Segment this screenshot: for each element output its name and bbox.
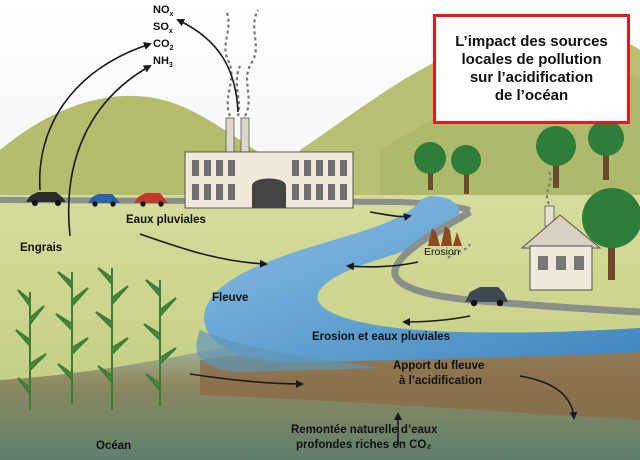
label-fleuve: Fleuve bbox=[212, 292, 249, 304]
corn-plant-icon bbox=[95, 267, 129, 410]
title-line-2: locales de pollution bbox=[461, 51, 602, 68]
tree-icon bbox=[451, 145, 481, 194]
tree-icon bbox=[582, 188, 640, 280]
eroded-rocks-icon bbox=[428, 226, 462, 246]
pollutant-nox: NOx bbox=[153, 4, 174, 19]
factory-icon bbox=[184, 117, 354, 209]
pollutant-nh3: NH3 bbox=[153, 55, 173, 70]
arrow-road-to-river bbox=[369, 211, 412, 221]
pollutant-co2: CO2 bbox=[153, 38, 174, 53]
title-line-1: L’impact des sources bbox=[455, 33, 608, 50]
label-remontee-line-2: profondes riches en CO₂ bbox=[296, 439, 432, 451]
arrow-field-to-ocean bbox=[189, 373, 304, 388]
label-apport-line-1: Apport du fleuve bbox=[393, 360, 485, 372]
car-icon bbox=[134, 193, 168, 207]
arrow-runoff-to-river bbox=[402, 315, 471, 326]
river-outlet bbox=[196, 330, 380, 372]
arrow-car-to-pollutants-1 bbox=[38, 42, 152, 191]
smoke-icon bbox=[546, 169, 552, 205]
smoke-dash bbox=[447, 243, 471, 259]
car-icon bbox=[465, 287, 508, 307]
pollutant-sox: SOx bbox=[153, 21, 173, 36]
corn-plant-icon bbox=[55, 271, 89, 404]
label-erosion: Erosion bbox=[424, 246, 460, 258]
arrow-rainwater-to-river bbox=[139, 233, 268, 268]
arrow-river-to-ocean bbox=[519, 375, 578, 420]
tree-icon bbox=[414, 142, 446, 190]
house-icon bbox=[520, 205, 602, 291]
car-icon bbox=[26, 192, 66, 206]
label-apport-line-2: à l’acidification bbox=[399, 375, 483, 387]
label-ocean: Océan bbox=[96, 440, 132, 452]
title-line-3: sur l’acidification bbox=[469, 69, 594, 86]
arrow-erosion-to-river bbox=[346, 261, 419, 271]
river bbox=[204, 196, 640, 363]
title-line-4: de l’océan bbox=[494, 87, 569, 104]
arrow-factory-to-pollutants bbox=[176, 18, 239, 113]
tree-icon bbox=[536, 126, 576, 188]
car-icon bbox=[88, 194, 120, 207]
road-right bbox=[391, 208, 640, 316]
label-erosion-eaux-pluviales: Erosion et eaux pluviales bbox=[312, 331, 451, 343]
tree-icon bbox=[588, 120, 624, 180]
smoke-icon bbox=[224, 9, 259, 117]
title-box: L’impact des sources locales de pollutio… bbox=[433, 14, 630, 124]
flow-arrows bbox=[38, 18, 578, 446]
label-engrais: Engrais bbox=[20, 242, 63, 254]
label-eaux-pluviales: Eaux pluviales bbox=[126, 214, 206, 226]
corn-plant-icon bbox=[15, 289, 47, 410]
arrow-car-to-pollutants-2 bbox=[67, 65, 152, 237]
label-remontee-line-1: Remontée naturelle d’eaux bbox=[291, 424, 438, 436]
corn-plant-icon bbox=[143, 279, 177, 406]
